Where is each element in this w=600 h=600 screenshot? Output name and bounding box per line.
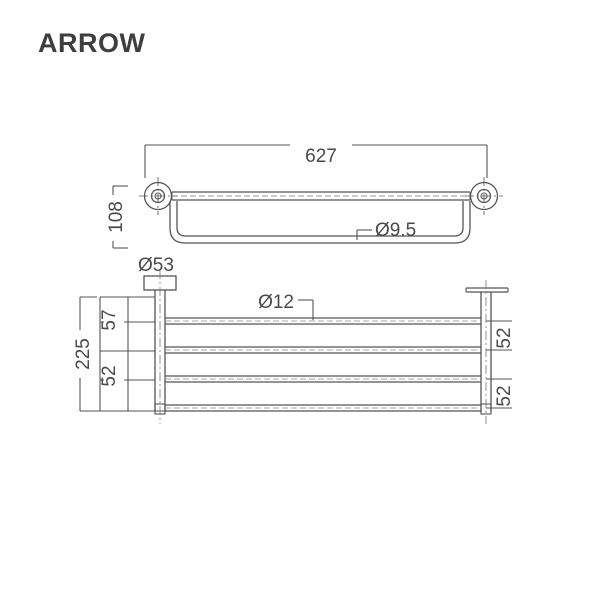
callout-dia-9-5-label: Ø9.5 xyxy=(375,220,416,241)
callout-dia-9-5: Ø9.5 xyxy=(356,220,416,241)
dimension-52-right-lower-label: 52 xyxy=(494,385,515,406)
left-mount-flange-top xyxy=(138,176,178,216)
top-view-rod xyxy=(171,191,471,201)
top-view-shelf-outline xyxy=(169,201,471,244)
dimension-57: 57 xyxy=(99,300,124,340)
rail-1 xyxy=(165,317,481,325)
callout-dia-53-label: Ø53 xyxy=(138,255,174,276)
dimension-108-label: 108 xyxy=(106,201,127,233)
dimension-52-right-upper: 52 xyxy=(494,327,515,348)
top-view-group: 627 108 xyxy=(103,134,504,249)
page-title: ARROW xyxy=(38,28,146,58)
dimension-225-label: 225 xyxy=(73,338,94,370)
dimension-52-left: 52 xyxy=(99,356,124,396)
dimension-52-right-lower: 52 xyxy=(494,385,515,406)
left-post xyxy=(143,270,177,424)
dimension-ladder-right xyxy=(486,320,512,409)
rail-4 xyxy=(165,404,481,412)
front-view-group: Ø53 225 57 xyxy=(70,255,515,424)
rail-2 xyxy=(165,346,481,354)
callout-dia-12: Ø12 xyxy=(258,292,314,320)
dimension-627: 627 xyxy=(144,134,488,178)
right-mount-flange-top xyxy=(464,176,504,216)
rail-3 xyxy=(165,375,481,383)
callout-dia-12-label: Ø12 xyxy=(258,292,294,313)
dimension-52-right-upper-label: 52 xyxy=(494,327,515,348)
dimension-108: 108 xyxy=(103,185,128,249)
dimension-225: 225 xyxy=(70,296,215,412)
dimension-52-left-label: 52 xyxy=(99,365,120,386)
dimension-627-label: 627 xyxy=(305,146,337,167)
dimension-57-label: 57 xyxy=(99,309,120,330)
right-post xyxy=(465,280,509,424)
